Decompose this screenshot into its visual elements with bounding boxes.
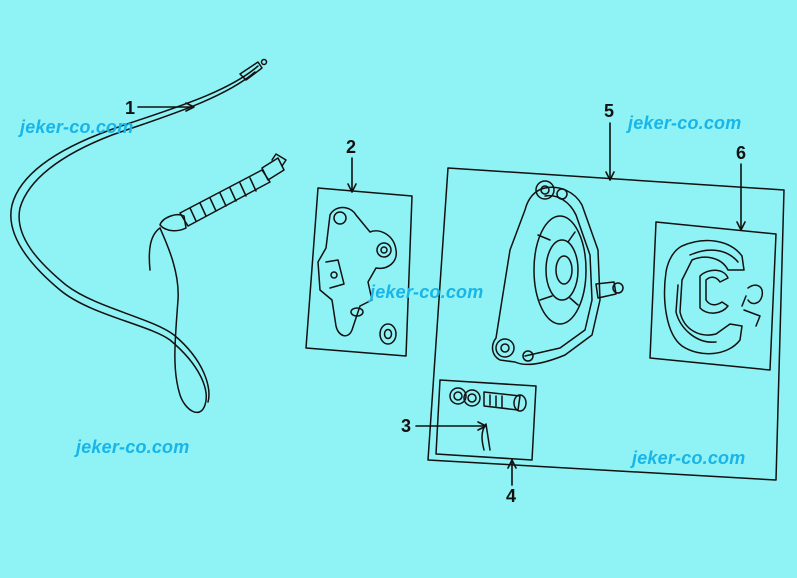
brake-cable (10, 58, 287, 414)
watermark-text: jeker-co.com (632, 448, 746, 468)
watermark-text: jeker-co.com (628, 113, 742, 133)
brake-bracket (317, 206, 397, 337)
watermark-text: jeker-co.com (370, 282, 484, 302)
callout-number-6: 6 (736, 143, 747, 163)
callout-number-1: 1 (125, 98, 136, 118)
brake-backing-plate (491, 180, 624, 366)
callout-number-5: 5 (604, 101, 615, 121)
callout-number-4: 4 (506, 486, 517, 506)
watermark-text: jeker-co.com (20, 117, 134, 137)
brake-shoes (663, 239, 764, 355)
bolt-and-washers (449, 387, 527, 412)
brake-assembly-panel (427, 167, 785, 481)
brake-shoes-panel (649, 221, 777, 371)
callout-number-3: 3 (401, 416, 412, 436)
cable-spring (179, 169, 271, 227)
bracket-panel (305, 187, 413, 357)
watermark-text: jeker-co.com (76, 437, 190, 457)
hardware-panel (435, 379, 537, 461)
callout-number-2: 2 (346, 137, 357, 157)
washer (379, 323, 397, 345)
callout-lines (137, 102, 746, 486)
